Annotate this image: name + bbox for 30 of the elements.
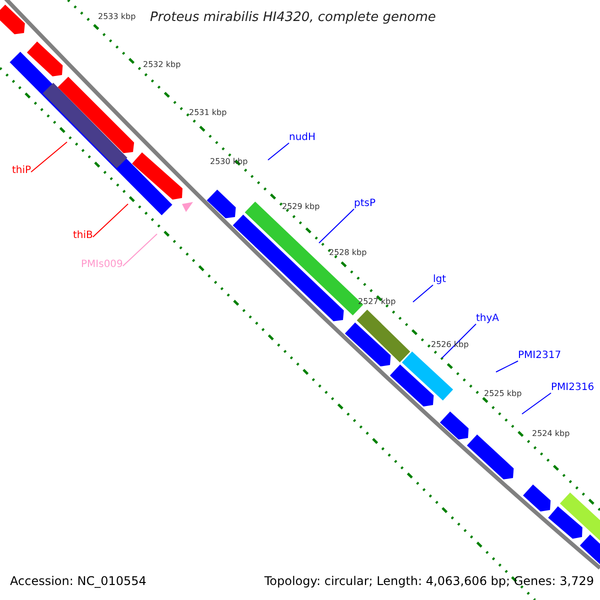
leader-line [30,142,68,172]
position-label: 2525 kbp [484,390,522,398]
position-label: 2527 kbp [358,298,396,306]
leader-line [318,208,354,244]
position-label: 2526 kbp [431,341,469,349]
position-label: 2531 kbp [189,109,227,117]
position-label: 2529 kbp [282,203,320,211]
leader-line [92,204,128,238]
gene-label: PMI2316 [551,383,594,393]
gene-label: thiB [73,231,93,241]
gene-label: nudH [289,133,316,143]
leader-line [522,392,552,414]
leader-line [496,360,518,372]
gene-label: PMI2317 [518,351,562,361]
title: Proteus mirabilis HI4320, complete genome [150,11,436,24]
leader-line [268,142,290,160]
gene-label: thyA [476,314,500,324]
position-label: 2533 kbp [98,13,136,21]
gene-label: ptsP [354,199,376,209]
position-label: 2532 kbp [143,61,181,69]
position-label: 2528 kbp [329,249,367,257]
gene-label: thiP [12,166,32,176]
gene-label: lgt [433,275,446,285]
gene-label: PMIs009 [81,260,123,270]
genome-stats-text: Topology: circular; Length: 4,063,606 bp; Genes: 3,729 [264,575,594,587]
accession-text: Accession: NC_010554 [10,575,146,587]
leader-line [412,284,434,302]
leader-line [122,234,158,266]
position-label: 2524 kbp [532,430,570,438]
leader-line [442,324,476,358]
